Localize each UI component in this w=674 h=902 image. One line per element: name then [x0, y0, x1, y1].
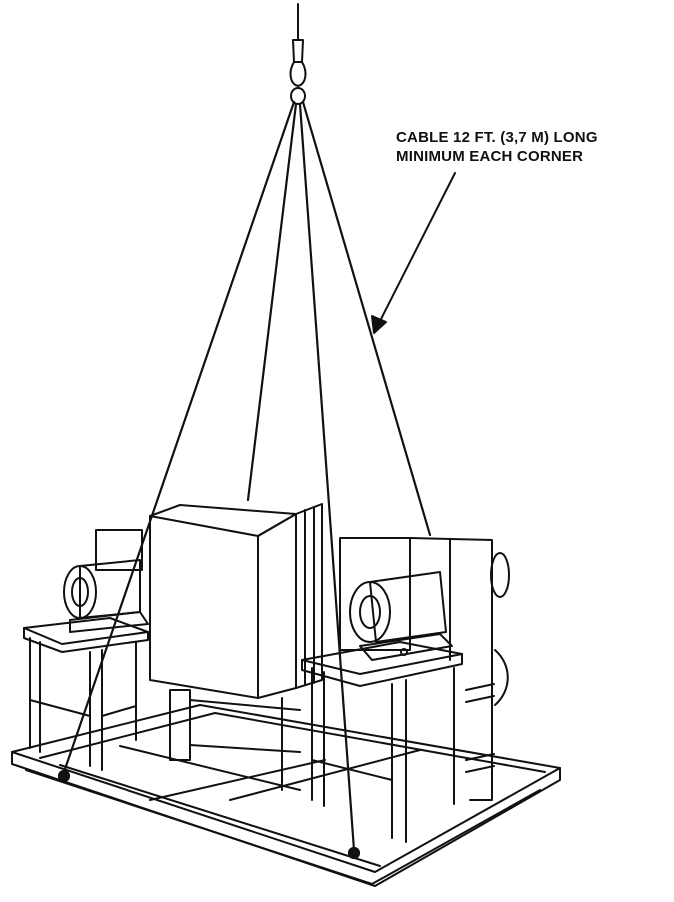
rear-cabinet — [339, 537, 510, 801]
hoist-hook — [289, 3, 307, 105]
callout-line-2: MINIMUM EACH CORNER — [396, 148, 584, 165]
cable-callout: CABLE 12 FT. (3,7 M) LONG MINIMUM EACH C… — [396, 128, 666, 166]
base-skid — [11, 704, 561, 887]
cable-rear-left — [246, 102, 298, 502]
left-motor-stand — [23, 617, 149, 771]
lifting-cables — [57, 100, 432, 860]
right-motor-stand — [301, 641, 495, 843]
callout-arrow — [371, 172, 456, 334]
left-motor — [63, 529, 149, 633]
right-motor — [349, 571, 453, 661]
control-cabinet — [149, 503, 323, 791]
cable-front-right — [298, 102, 356, 852]
cable-rear-right — [301, 100, 432, 537]
cable-front-left — [62, 100, 296, 774]
callout-line-1: CABLE 12 FT. (3,7 M) LONG — [396, 129, 598, 146]
